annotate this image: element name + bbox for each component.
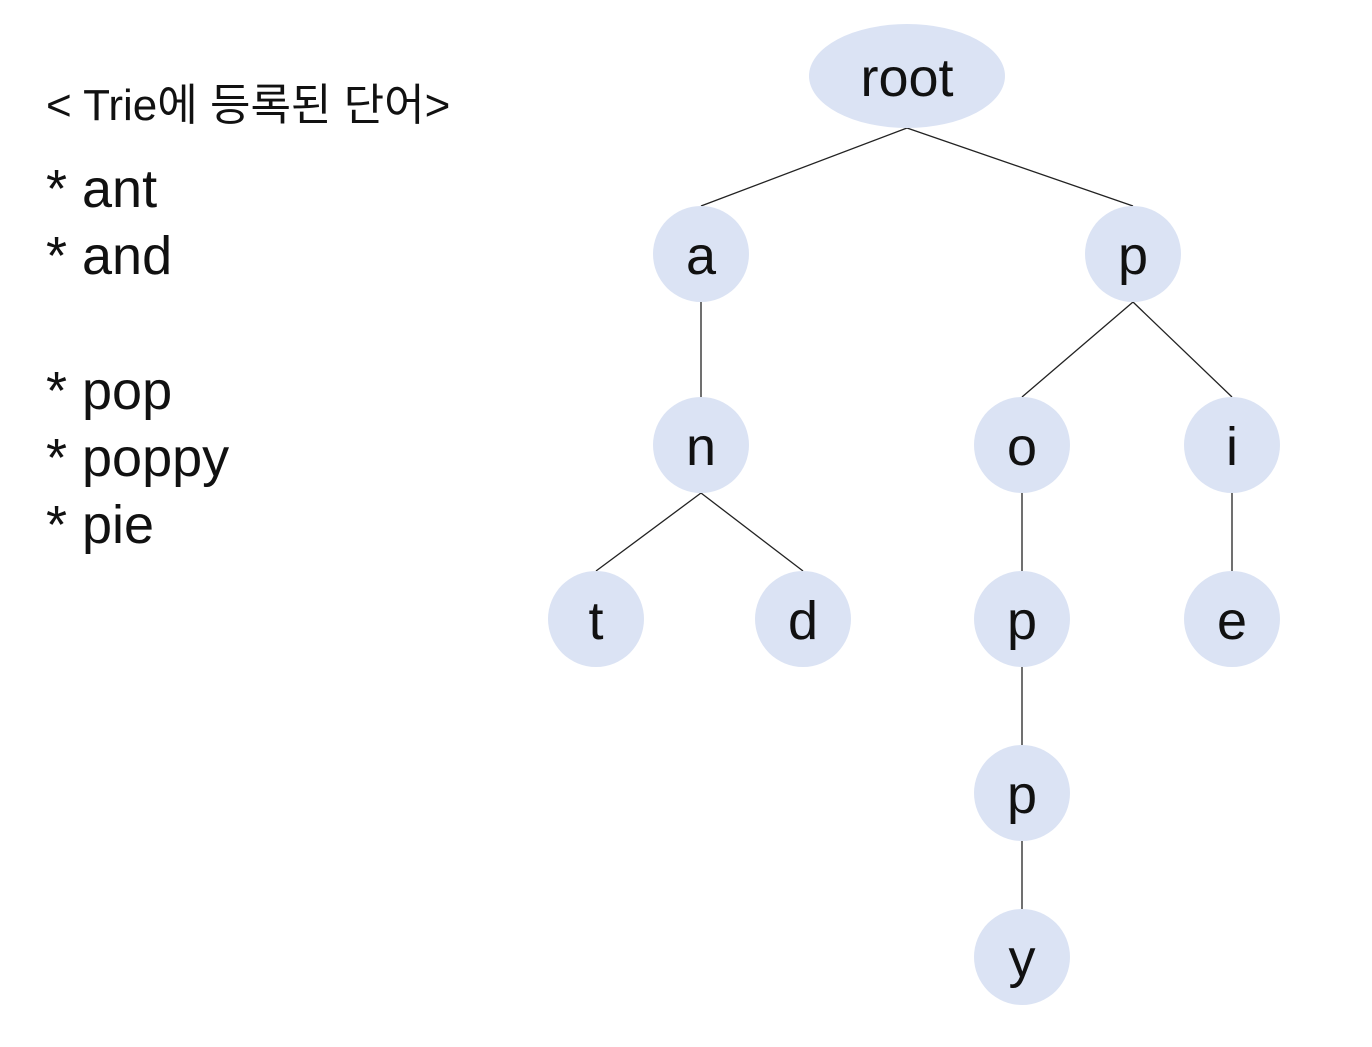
edge-root-p xyxy=(906,127,1134,207)
node-label: n xyxy=(686,417,716,477)
trie-node-po: o xyxy=(974,397,1070,493)
trie-node-popp: p xyxy=(974,745,1070,841)
trie-node-root: root xyxy=(809,24,1005,128)
trie-node-pop: p xyxy=(974,571,1070,667)
trie-nodes: root a p n t d o i p e p y xyxy=(548,24,1280,1005)
node-label: p xyxy=(1007,591,1037,651)
trie-node-a: a xyxy=(653,206,749,302)
trie-node-pie: e xyxy=(1184,571,1280,667)
edge-an-and xyxy=(700,492,804,572)
node-shape xyxy=(809,24,1005,128)
node-shape xyxy=(1184,397,1280,493)
edge-p-po xyxy=(1021,301,1134,398)
node-label: i xyxy=(1226,417,1238,477)
node-label: root xyxy=(860,48,953,108)
word-list-title: < Trie에 등록된 단어> xyxy=(46,81,451,130)
node-label: d xyxy=(788,591,818,651)
node-label: p xyxy=(1007,765,1037,825)
node-label: o xyxy=(1007,417,1037,477)
node-shape xyxy=(653,206,749,302)
trie-node-and: d xyxy=(755,571,851,667)
node-shape xyxy=(548,571,644,667)
node-shape xyxy=(974,909,1070,1005)
node-label: a xyxy=(686,226,717,286)
trie-node-pi: i xyxy=(1184,397,1280,493)
node-shape xyxy=(755,571,851,667)
node-shape xyxy=(1085,206,1181,302)
node-shape xyxy=(974,745,1070,841)
node-label: y xyxy=(1009,929,1036,989)
word-group-a: * ant * and xyxy=(46,156,450,290)
trie-edges xyxy=(595,127,1233,909)
node-shape xyxy=(1184,571,1280,667)
node-shape xyxy=(653,397,749,493)
word-group-p: * pop * poppy * pie xyxy=(46,358,450,559)
word-list-panel: < Trie에 등록된 단어> * ant * and * pop * popp… xyxy=(46,80,450,559)
node-label: t xyxy=(588,591,603,651)
node-label: e xyxy=(1217,591,1247,651)
edge-an-ant xyxy=(595,492,702,572)
word-item: * ant xyxy=(46,159,158,219)
trie-node-an: n xyxy=(653,397,749,493)
trie-node-p: p xyxy=(1085,206,1181,302)
node-shape xyxy=(974,397,1070,493)
word-item: * pie xyxy=(46,495,155,555)
edge-root-a xyxy=(700,127,908,207)
trie-node-poppy: y xyxy=(974,909,1070,1005)
edge-p-pi xyxy=(1132,301,1233,398)
word-item: * and xyxy=(46,226,173,286)
node-shape xyxy=(974,571,1070,667)
word-item: * pop xyxy=(46,361,173,421)
word-item: * poppy xyxy=(46,428,230,488)
node-label: p xyxy=(1118,226,1148,286)
trie-node-ant: t xyxy=(548,571,644,667)
